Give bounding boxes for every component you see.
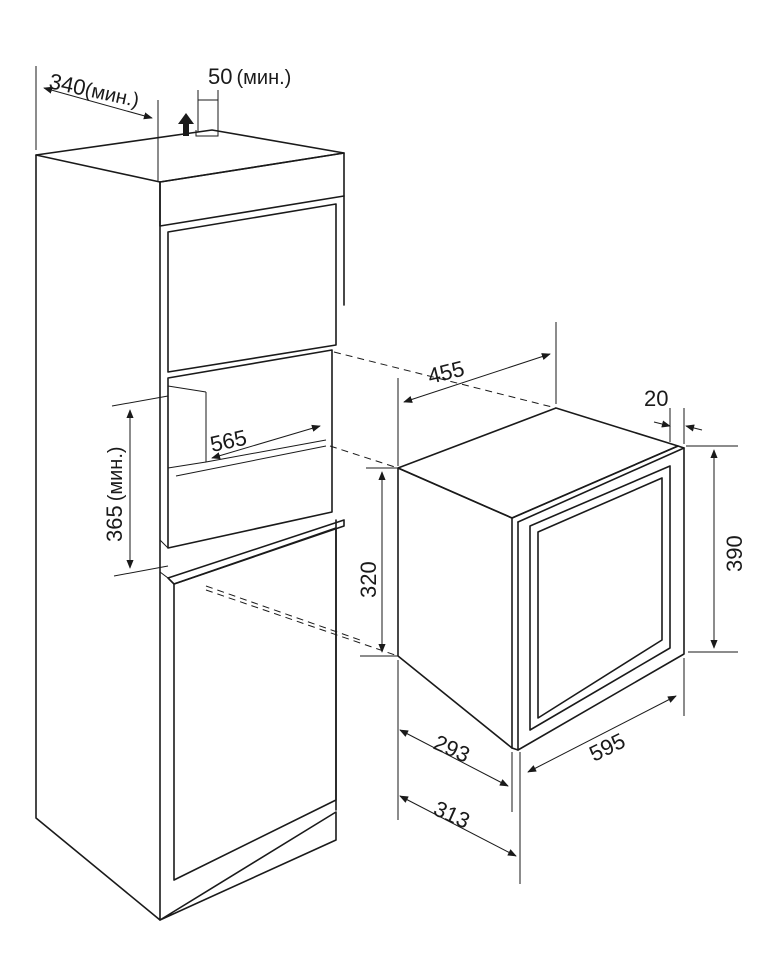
- up-arrow-icon: [178, 113, 194, 136]
- dimension-niche-height: 365 (мин.): [102, 395, 169, 577]
- label-niche-height: 365: [102, 505, 127, 542]
- label-vent-gap: 50: [208, 64, 232, 89]
- dimension-vent-gap: 50(мин.): [197, 64, 291, 132]
- label-door-thickness: 20: [644, 386, 668, 411]
- svg-text:340(мин.): 340(мин.): [47, 68, 142, 111]
- appliance: [397, 407, 685, 751]
- dimension-cabinet-depth: 340(мин.): [35, 66, 159, 182]
- svg-text:365(мин.): 365 (мин.): [102, 446, 127, 542]
- dimension-appliance-depth-top: 455: [397, 322, 557, 466]
- label-body-height: 320: [356, 561, 381, 598]
- label-depth-body: 293: [430, 730, 474, 768]
- dimension-front-height: 390: [686, 445, 747, 653]
- label-cabinet-depth: 340: [47, 68, 88, 100]
- dimension-body-height: 320: [356, 467, 398, 657]
- dimension-niche-width: 565: [208, 425, 321, 460]
- label-depth-total: 313: [430, 796, 474, 834]
- label-niche-width: 565: [208, 425, 249, 457]
- dimension-depth: 293 313: [397, 660, 521, 884]
- label-vent-gap-note: (мин.): [236, 67, 291, 89]
- dimension-door-thickness: 20: [644, 386, 703, 444]
- svg-text:50(мин.): 50(мин.): [208, 64, 291, 89]
- label-front-height: 390: [722, 535, 747, 572]
- tall-cabinet: [35, 128, 345, 921]
- projection-lines: [205, 351, 557, 657]
- label-front-width: 595: [585, 728, 629, 767]
- label-niche-height-note: (мин.): [105, 446, 127, 501]
